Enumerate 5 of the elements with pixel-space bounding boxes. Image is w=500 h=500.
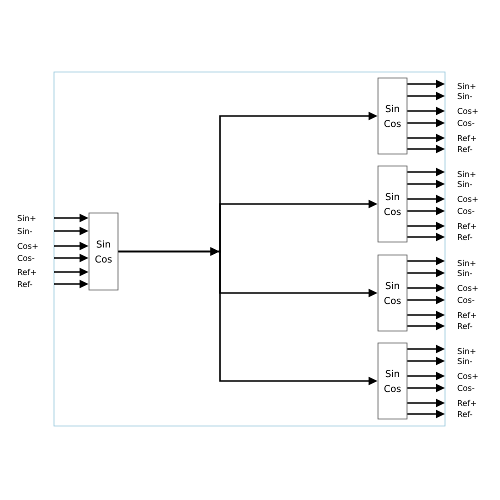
module-box: Sin Cos — [378, 342, 408, 420]
module-box: Sin Cos — [378, 254, 408, 332]
module-box: Sin Cos — [88, 212, 118, 290]
module-box: Sin Cos — [378, 166, 408, 242]
module-box: Sin Cos — [378, 78, 408, 154]
